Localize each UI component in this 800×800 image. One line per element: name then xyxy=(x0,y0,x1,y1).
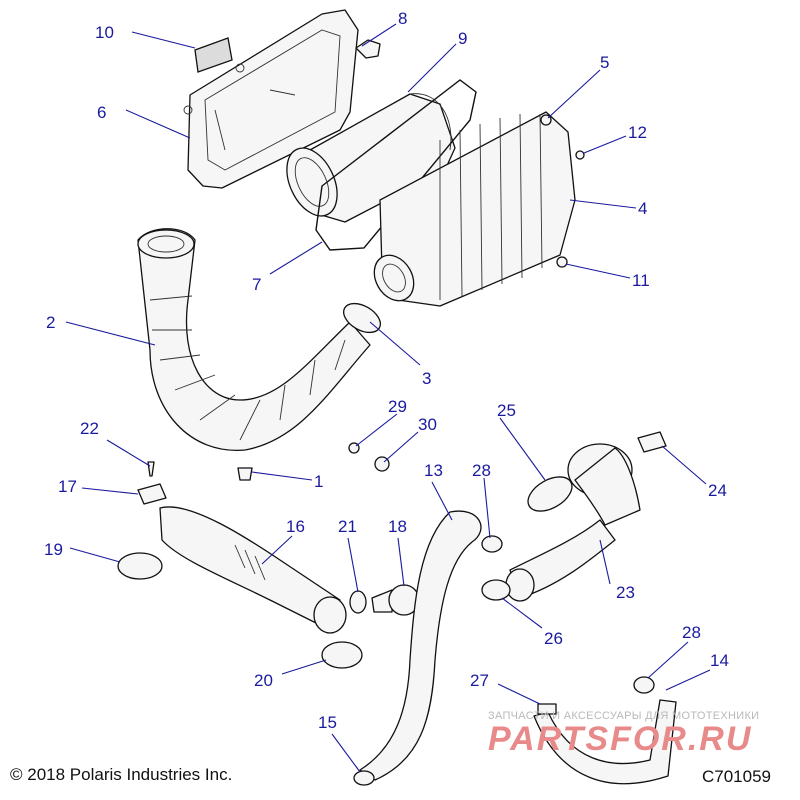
callout-27[interactable]: 27 xyxy=(470,671,489,690)
part-12-screw[interactable] xyxy=(575,150,585,160)
part-25-clamp[interactable] xyxy=(522,470,578,518)
part-10-label[interactable] xyxy=(194,37,233,73)
callout-9[interactable]: 9 xyxy=(458,29,467,48)
part-22-screw[interactable] xyxy=(147,461,155,477)
callout-5[interactable]: 5 xyxy=(600,53,609,72)
callout-15[interactable]: 15 xyxy=(318,713,337,732)
callout-25[interactable]: 25 xyxy=(497,401,516,420)
callout-11[interactable]: 11 xyxy=(632,271,650,290)
callout-13[interactable]: 13 xyxy=(424,461,443,480)
callout-12[interactable]: 12 xyxy=(628,123,647,142)
part-13-hose[interactable] xyxy=(359,510,482,781)
part-14-hose[interactable] xyxy=(533,699,677,785)
callout-17[interactable]: 17 xyxy=(58,477,77,496)
part-2-intake-duct[interactable] xyxy=(137,228,371,451)
part-17-sensor[interactable] xyxy=(137,483,167,505)
copyright-text: © 2018 Polaris Industries Inc. xyxy=(10,765,232,784)
part-11-bolt[interactable] xyxy=(556,256,568,268)
callout-1[interactable]: 1 xyxy=(314,472,323,491)
part-16-hose[interactable] xyxy=(159,506,347,634)
callout-29[interactable]: 29 xyxy=(388,397,407,416)
part-27-fitting[interactable] xyxy=(537,703,557,715)
callouts: 10 6 8 9 5 12 4 11 7 2 3 1 22 17 19 29 3… xyxy=(44,9,729,732)
part-1-grommet[interactable] xyxy=(237,467,253,481)
watermark-tagline: ЗАПЧАСТИ И АКСЕССУАРЫ ДЛЯ МОТОТЕХНИКИ xyxy=(488,710,759,722)
diagram-code: C701059 xyxy=(702,767,771,786)
callout-18[interactable]: 18 xyxy=(388,517,407,536)
callout-22[interactable]: 22 xyxy=(80,419,99,438)
part-24-sensor[interactable] xyxy=(637,431,667,453)
part-6-airbox-cover[interactable] xyxy=(183,9,359,189)
callout-2[interactable]: 2 xyxy=(46,313,55,332)
callout-8[interactable]: 8 xyxy=(398,9,407,28)
part-26-clamp[interactable] xyxy=(481,579,511,601)
callout-23[interactable]: 23 xyxy=(616,583,635,602)
callout-4[interactable]: 4 xyxy=(638,199,647,218)
callout-21[interactable]: 21 xyxy=(338,517,357,536)
callout-24[interactable]: 24 xyxy=(708,481,727,500)
leader-lines xyxy=(65,23,711,773)
part-28-clamp-b[interactable] xyxy=(633,676,655,694)
part-9-air-filter[interactable] xyxy=(277,93,456,224)
callout-6[interactable]: 6 xyxy=(97,103,106,122)
callout-7[interactable]: 7 xyxy=(252,275,261,294)
callout-14[interactable]: 14 xyxy=(710,651,729,670)
callout-20[interactable]: 20 xyxy=(254,671,273,690)
callout-30[interactable]: 30 xyxy=(418,415,437,434)
callout-16[interactable]: 16 xyxy=(286,517,305,536)
part-21-ring[interactable] xyxy=(349,590,367,614)
callout-28-upper[interactable]: 28 xyxy=(472,461,491,480)
part-23-elbow[interactable] xyxy=(505,443,641,602)
part-4-airbox-body[interactable] xyxy=(366,111,576,308)
callout-19[interactable]: 19 xyxy=(44,540,63,559)
part-15-clamp[interactable] xyxy=(353,770,375,786)
callout-28-lower[interactable]: 28 xyxy=(682,623,701,642)
part-3-clamp[interactable] xyxy=(339,298,386,339)
part-28-clamp-a[interactable] xyxy=(481,535,503,553)
watermark-logo: PARTSFOR.RU xyxy=(488,720,752,758)
callout-10[interactable]: 10 xyxy=(95,23,114,42)
callout-3[interactable]: 3 xyxy=(422,369,431,388)
part-8-clip[interactable] xyxy=(355,39,381,59)
part-19-clamp[interactable] xyxy=(117,552,163,580)
part-20-clamp[interactable] xyxy=(321,641,363,669)
callout-26[interactable]: 26 xyxy=(544,629,563,648)
part-18-valve[interactable] xyxy=(371,584,420,616)
